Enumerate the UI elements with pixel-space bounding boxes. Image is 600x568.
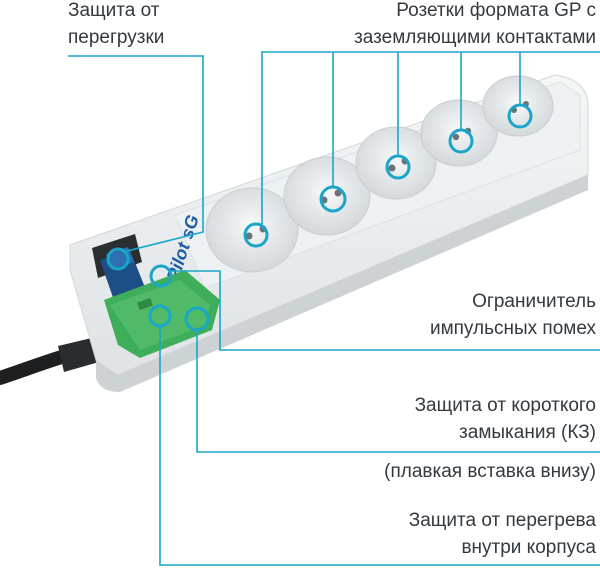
label-overload: Защита от перегрузки xyxy=(68,0,164,51)
label-surge-line1: Ограничитель xyxy=(472,291,596,312)
label-short-circuit: Защита от короткого замыкания (КЗ) xyxy=(415,392,596,446)
label-fuse-note-text: (плавкая вставка внизу) xyxy=(384,461,596,482)
label-surge: Ограничитель импульсных помех xyxy=(430,288,596,342)
label-sockets-line1: Розетки формата GP с xyxy=(396,0,596,21)
label-overheat-line1: Защита от перегрева xyxy=(408,510,596,531)
label-overheat-line2: внутри корпуса xyxy=(461,537,596,558)
label-overload-line2: перегрузки xyxy=(68,27,165,48)
label-surge-line2: импульсных помех xyxy=(429,318,596,339)
label-short-line1: Защита от короткого xyxy=(414,395,596,416)
label-fuse-note: (плавкая вставка внизу) xyxy=(384,458,596,485)
socket-1 xyxy=(205,187,299,273)
circuit-board xyxy=(104,270,220,358)
label-sockets-line2: заземляющими контактами xyxy=(354,27,596,48)
label-overload-line1: Защита от xyxy=(68,0,160,21)
label-overheat: Защита от перегрева внутри корпуса xyxy=(409,507,596,561)
power-cable xyxy=(0,336,106,385)
label-short-line2: замыкания (КЗ) xyxy=(459,422,596,443)
callout-surge-marker xyxy=(149,264,173,288)
callout-socket-1-marker xyxy=(243,222,269,248)
label-sockets: Розетки формата GP с заземляющими контак… xyxy=(354,0,596,51)
callout-overload-marker xyxy=(106,247,130,271)
leader-lines xyxy=(68,51,600,566)
socket-3 xyxy=(355,126,437,200)
